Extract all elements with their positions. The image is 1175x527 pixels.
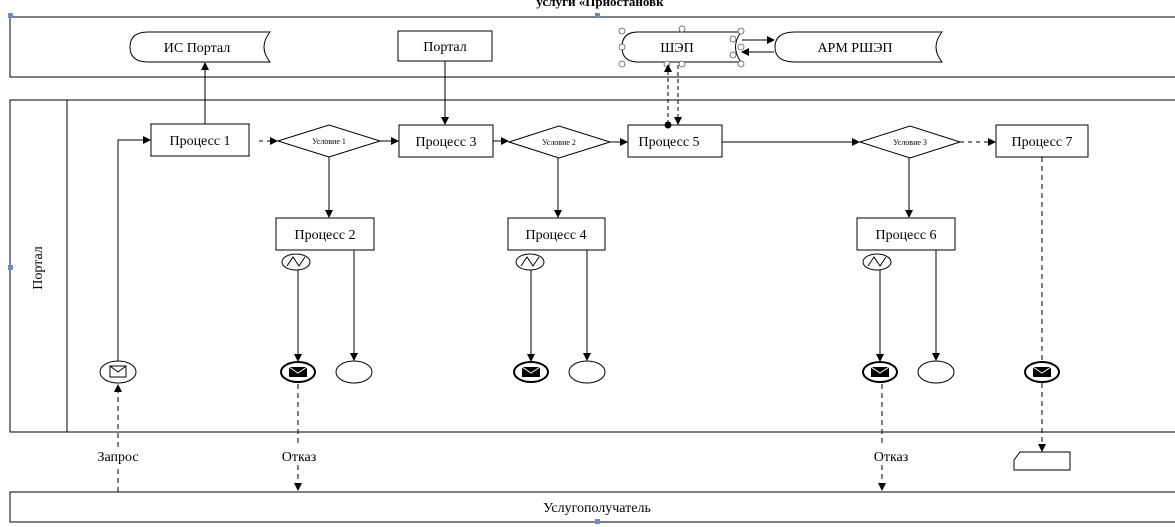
arm-rshep-node[interactable] xyxy=(774,31,944,63)
condition-1-label: Условие 1 xyxy=(312,137,346,146)
connection-dot xyxy=(664,121,672,129)
timer-event-icon xyxy=(281,253,311,271)
end-event-icon[interactable] xyxy=(917,360,955,384)
portal-node-label: Портал xyxy=(423,40,467,55)
message-end-event-icon[interactable] xyxy=(862,361,898,383)
refusal-label-1: Отказ xyxy=(282,450,317,465)
is-portal-label: ИС Портал xyxy=(164,41,231,56)
flow-start-to-process-1 xyxy=(117,136,151,361)
process-1-node[interactable] xyxy=(150,123,250,157)
message-end-event-icon[interactable] xyxy=(1024,361,1060,383)
process-2-node[interactable] xyxy=(275,217,375,251)
shep-label: ШЭП xyxy=(660,41,693,56)
refusal-label-2: Отказ xyxy=(874,450,909,465)
end-event-icon[interactable] xyxy=(335,360,373,384)
timer-event-icon xyxy=(515,253,545,271)
process-7-node[interactable] xyxy=(995,124,1089,158)
end-event-icon[interactable] xyxy=(568,360,606,384)
shep-node[interactable] xyxy=(621,31,742,63)
process-6-label: Процесс 6 xyxy=(875,228,936,243)
process-3-label: Процесс 3 xyxy=(415,135,476,150)
condition-2-label: Условие 2 xyxy=(542,138,576,147)
is-portal-node[interactable] xyxy=(129,31,272,63)
message-end-event-icon[interactable] xyxy=(513,361,549,383)
selection-handles xyxy=(618,25,745,68)
lane-handle[interactable] xyxy=(595,519,600,524)
request-label: Запрос xyxy=(97,450,138,465)
service-recipient-label: Услугополучатель xyxy=(543,501,651,516)
lane-handle[interactable] xyxy=(8,265,13,270)
condition-3-label: Условие 3 xyxy=(893,138,927,147)
process-7-label: Процесс 7 xyxy=(1011,135,1072,150)
process-4-node[interactable] xyxy=(507,217,606,251)
document-node[interactable] xyxy=(1013,451,1071,471)
process-3-node[interactable] xyxy=(398,124,494,158)
lane-handle[interactable] xyxy=(8,13,13,18)
process-6-node[interactable] xyxy=(856,217,956,251)
portal-lane-label: Портал xyxy=(31,246,46,290)
process-1-label: Процесс 1 xyxy=(169,134,230,149)
process-5-label: Процесс 5 xyxy=(638,135,699,150)
message-start-event-icon[interactable] xyxy=(99,360,137,384)
timer-event-icon xyxy=(862,253,892,271)
lane-handle[interactable] xyxy=(595,13,600,18)
process-2-label: Процесс 2 xyxy=(294,228,355,243)
arm-rshep-label: АРМ РШЭП xyxy=(817,41,892,56)
process-5-node[interactable] xyxy=(627,124,723,158)
process-4-label: Процесс 4 xyxy=(525,228,586,243)
diagram-title: услуги «Приостановк xyxy=(536,0,664,9)
message-end-event-icon[interactable] xyxy=(280,361,316,383)
